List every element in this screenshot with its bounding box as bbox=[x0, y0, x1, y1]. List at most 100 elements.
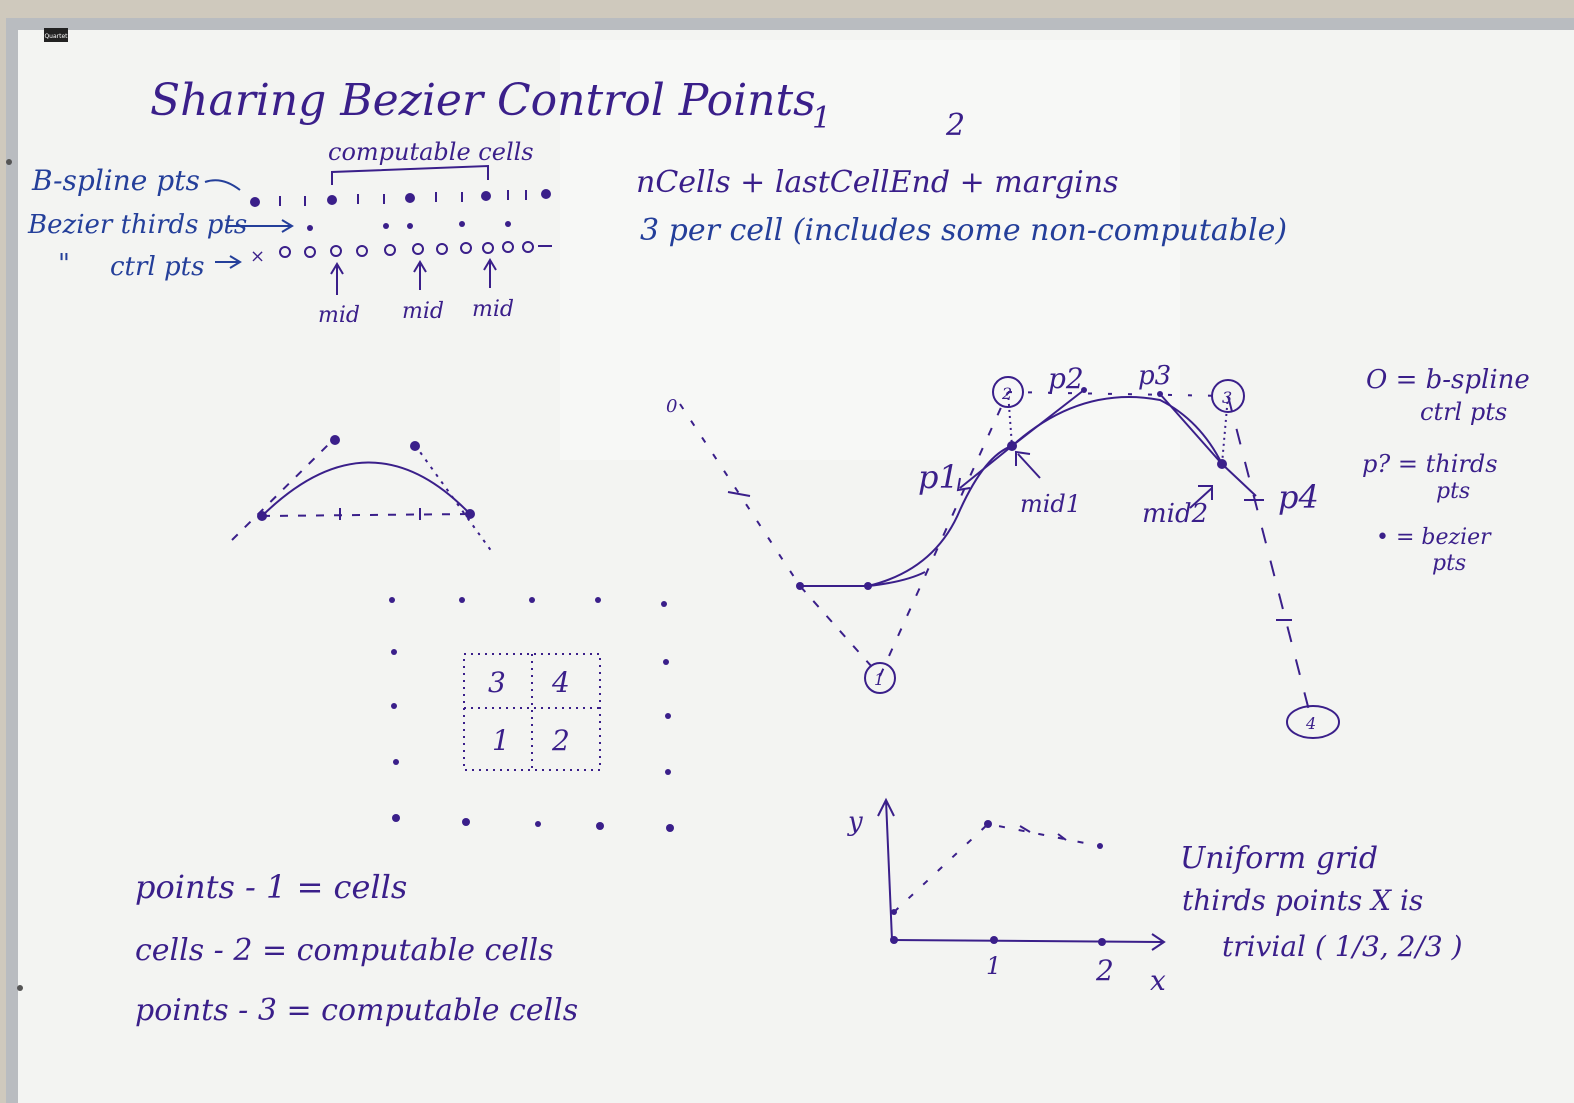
bspline-label-1: 1 bbox=[874, 670, 884, 689]
grid-dot bbox=[393, 759, 399, 765]
p3-label: p3 bbox=[1138, 361, 1171, 391]
bezier-point bbox=[864, 582, 872, 590]
y-axis-label: y bbox=[847, 807, 863, 837]
grid-dot bbox=[596, 822, 604, 830]
ctrl-x-mark: × bbox=[250, 246, 265, 267]
mid-arrows bbox=[330, 258, 497, 295]
axes-point bbox=[891, 909, 897, 915]
board-surface bbox=[18, 30, 1574, 1103]
grid-dot bbox=[595, 597, 601, 603]
legend-line-4: pts bbox=[1436, 479, 1470, 504]
x-axis bbox=[891, 933, 1166, 951]
axes-tick bbox=[1019, 825, 1031, 833]
ncells-line: nCells + lastCellEnd + margins bbox=[636, 165, 1118, 200]
p1-label: p1 bbox=[918, 458, 959, 496]
grid-dot bbox=[666, 824, 674, 832]
axes-tick bbox=[1057, 833, 1067, 841]
frame-screw bbox=[17, 985, 23, 991]
bspline-label-0: 0 bbox=[666, 396, 677, 417]
ctrl-circle bbox=[502, 241, 514, 253]
legend-line-5: • = bezier bbox=[1376, 525, 1492, 550]
bezier-thirds-arrow bbox=[228, 219, 294, 233]
uniform-note-3: trivial ( 1/3, 2/3 ) bbox=[1222, 930, 1463, 963]
brand-badge bbox=[44, 28, 68, 42]
p2-label: p2 bbox=[1048, 362, 1084, 395]
axes-sketch bbox=[877, 797, 1166, 951]
control-polygon-e bbox=[1227, 395, 1313, 723]
tangent-p1 bbox=[956, 445, 1013, 492]
axes-point bbox=[990, 936, 998, 944]
brand-label: Quartet bbox=[44, 33, 68, 40]
curve-bezier-points bbox=[796, 387, 1227, 590]
legend-line-2: ctrl pts bbox=[1420, 398, 1507, 426]
ctrl-circle bbox=[522, 241, 534, 253]
thirds-dot bbox=[505, 221, 511, 227]
x-axis-label: x bbox=[1150, 964, 1166, 997]
grid-dot bbox=[391, 703, 397, 709]
grid-dot bbox=[665, 713, 671, 719]
ctrl-pts-label: ctrl pts bbox=[110, 252, 204, 282]
grid-cell-1: 1 bbox=[492, 724, 510, 757]
ctrl-circle bbox=[482, 242, 494, 254]
up-arrow bbox=[483, 258, 497, 288]
legend-line-3: p? = thirds bbox=[1362, 450, 1498, 478]
y-axis bbox=[877, 797, 895, 941]
thirds-dot bbox=[383, 223, 389, 229]
p4-label: p4 bbox=[1278, 478, 1319, 516]
ctrl-circle bbox=[304, 246, 316, 258]
grid-dot bbox=[663, 659, 669, 665]
bezier-point bbox=[1081, 387, 1087, 393]
mid2-label: mid2 bbox=[1142, 499, 1208, 529]
control-polygon-b bbox=[799, 585, 881, 677]
grid-dot bbox=[391, 649, 397, 655]
bspline-ctrl-2 bbox=[992, 376, 1024, 408]
grid-outer-dots bbox=[389, 597, 674, 832]
bspline-ctrl-4 bbox=[1286, 705, 1340, 739]
arch-curve bbox=[261, 461, 471, 517]
axes-point bbox=[1098, 938, 1106, 946]
up-arrow bbox=[330, 262, 344, 295]
grid-dot bbox=[665, 769, 671, 775]
mid1-label: mid1 bbox=[1020, 490, 1081, 518]
computable-bracket bbox=[331, 164, 489, 185]
bezier-point bbox=[796, 582, 804, 590]
arch-point bbox=[410, 441, 420, 451]
thirds-dot bbox=[459, 221, 465, 227]
mid-label-1: mid bbox=[318, 303, 360, 328]
legend-line-1: O = b-spline bbox=[1366, 365, 1530, 395]
formula-1: points - 1 = cells bbox=[135, 868, 407, 906]
tangent-p2 bbox=[1011, 389, 1085, 447]
grid-dot bbox=[535, 821, 541, 827]
bspline-label: B-spline pts bbox=[31, 164, 200, 197]
bspline-row bbox=[250, 189, 551, 207]
bezier-point bbox=[1007, 441, 1017, 451]
ctrl-circle bbox=[460, 242, 472, 254]
board-glare bbox=[560, 40, 1180, 460]
frame-screw bbox=[6, 159, 12, 165]
axes-point bbox=[984, 820, 992, 828]
up-arrow bbox=[413, 260, 427, 290]
ctrl-circle bbox=[279, 246, 291, 258]
mid-label-3: mid bbox=[472, 297, 514, 322]
axes-point bbox=[1097, 843, 1103, 849]
axes-points bbox=[890, 820, 1106, 946]
control-polygon-d bbox=[1007, 391, 1229, 397]
arch-points bbox=[257, 435, 475, 521]
axes-point bbox=[890, 936, 898, 944]
bspline-ctrl-circles bbox=[864, 376, 1340, 739]
arch-diagram bbox=[231, 437, 493, 553]
grid-dot bbox=[529, 597, 535, 603]
column-label-2: 2 bbox=[945, 108, 965, 143]
mid-label-2: mid bbox=[402, 299, 444, 324]
column-label-1: 1 bbox=[812, 101, 831, 136]
mid1-arrow bbox=[1015, 450, 1041, 479]
bezier-point bbox=[1157, 391, 1163, 397]
x-tick-2: 2 bbox=[1095, 954, 1114, 987]
bspline-label-2: 2 bbox=[1001, 384, 1012, 403]
bspline-dot bbox=[250, 197, 260, 207]
bezier-segment-2 bbox=[867, 445, 1013, 587]
bezier-thirds-row bbox=[307, 221, 511, 231]
bezier-thirds-label: Bezier thirds pts bbox=[27, 210, 247, 240]
grid-cell-3: 3 bbox=[488, 666, 506, 699]
grid-cell-4: 4 bbox=[551, 666, 570, 699]
